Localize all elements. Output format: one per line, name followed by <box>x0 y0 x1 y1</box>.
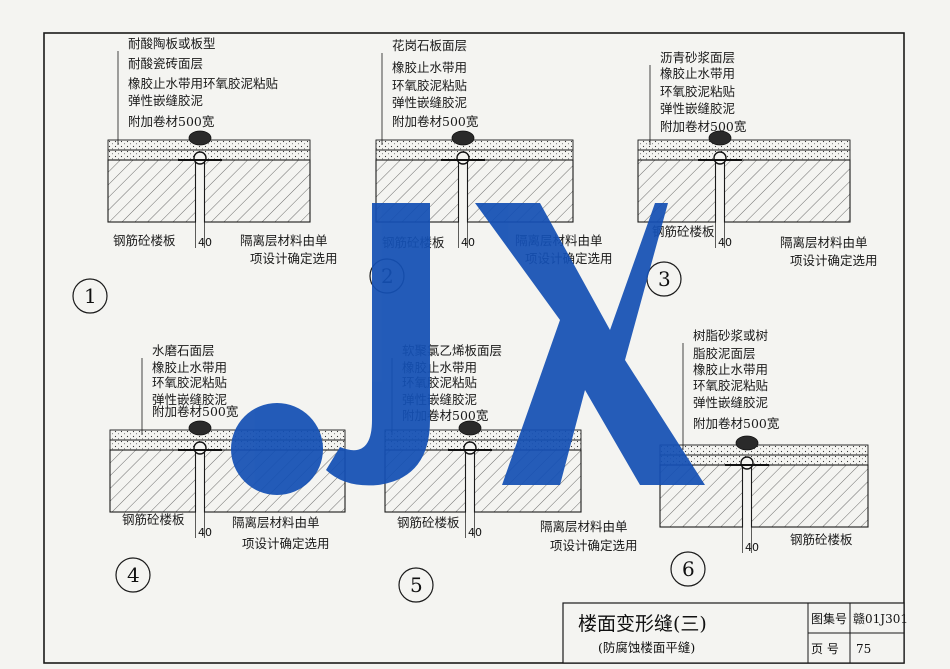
callout-label: 弹性嵌缝胶泥 <box>660 101 735 116</box>
elastic-sealant <box>735 435 759 451</box>
title-block: 楼面变形缝(三) (防腐蚀楼面平缝) 图集号 赣01J301 页 号 75 <box>562 602 908 664</box>
joint-width-dimension: 40 <box>718 236 732 249</box>
callout-label: 橡胶止水带用 <box>152 360 227 375</box>
detail-6: 树脂砂浆或树脂胶泥面层橡胶止水带用环氧胶泥粘贴弹性嵌缝胶泥附加卷材500宽钢筋砼… <box>659 328 869 587</box>
concrete-slab-right <box>750 464 869 528</box>
rubber-waterstop <box>193 151 207 165</box>
details-layer: 耐酸陶板或板型耐酸瓷砖面层橡胶止水带用环氧胶泥粘贴弹性嵌缝胶泥附加卷材500宽钢… <box>72 36 878 603</box>
callout-label: 橡胶止水带用 <box>392 60 467 75</box>
isolation-layer-label: 隔离层材料由单 <box>540 519 628 534</box>
sheet-subtitle: (防腐蚀楼面平缝) <box>598 640 695 655</box>
joint-width-dimension: 40 <box>745 541 759 554</box>
isolation-layer-label: 隔离层材料由单 <box>240 233 328 248</box>
slab-label: 钢筋砼楼板 <box>113 233 176 248</box>
concrete-slab-left <box>107 159 197 223</box>
isolation-layer-label: 项设计确定选用 <box>790 253 878 268</box>
bedding-layer <box>637 149 851 161</box>
finish-layer <box>637 139 851 151</box>
concrete-slab-right <box>723 159 851 223</box>
joint-width-dimension: 40 <box>468 526 482 539</box>
detail-number-circle <box>72 278 108 314</box>
watermark-letter-j <box>326 203 430 486</box>
rubber-waterstop <box>713 151 727 165</box>
finish-layer <box>375 139 574 151</box>
callout-label: 花岗石板面层 <box>392 38 467 53</box>
callout-label: 沥青砂浆面层 <box>660 50 735 65</box>
isolation-layer-label: 隔离层材料由单 <box>232 515 320 530</box>
callout-label: 橡胶止水带用环氧胶泥粘贴 <box>128 76 278 91</box>
callout-label: 弹性嵌缝胶泥 <box>693 395 768 410</box>
detail-number: 4 <box>127 563 140 587</box>
isolation-layer-label: 项设计确定选用 <box>250 251 338 266</box>
concrete-slab-right <box>203 159 311 223</box>
detail-number: 6 <box>682 557 695 581</box>
callout-label: 环氧胶泥粘贴 <box>152 375 227 390</box>
concrete-slab-left <box>637 159 717 223</box>
joint-width-dimension: 40 <box>198 236 212 249</box>
bedding-layer <box>375 149 574 161</box>
callout-label: 附加卷材500宽 <box>660 119 746 134</box>
page-number-label: 页 号 <box>811 642 839 656</box>
slab-label: 钢筋砼楼板 <box>790 532 853 547</box>
callout-label: 环氧胶泥粘贴 <box>660 84 735 99</box>
slab-label: 钢筋砼楼板 <box>397 515 460 530</box>
detail-1: 耐酸陶板或板型耐酸瓷砖面层橡胶止水带用环氧胶泥粘贴弹性嵌缝胶泥附加卷材500宽钢… <box>72 36 338 314</box>
isolation-layer-label: 项设计确定选用 <box>550 538 638 553</box>
callout-label: 环氧胶泥粘贴 <box>693 378 768 393</box>
callout-label: 环氧胶泥粘贴 <box>392 78 467 93</box>
callout-label: 弹性嵌缝胶泥 <box>128 93 203 108</box>
detail-number-circle <box>115 557 151 593</box>
callout-label: 橡胶止水带用 <box>693 362 768 377</box>
watermark-letter-x <box>475 203 705 485</box>
elastic-sealant <box>451 130 475 146</box>
callout-label: 橡胶止水带用 <box>660 66 735 81</box>
joint-width-dimension: 40 <box>461 236 475 249</box>
callout-label: 附加卷材500宽 <box>693 416 779 431</box>
isolation-layer-label: 隔离层材料由单 <box>780 235 868 250</box>
callout-label: 树脂砂浆或树 <box>693 328 768 343</box>
sheet-title: 楼面变形缝(三) <box>578 613 707 635</box>
callout-label: 附加卷材500宽 <box>128 114 214 129</box>
page-number-value: 75 <box>856 642 871 656</box>
slab-label: 钢筋砼楼板 <box>122 512 185 527</box>
elastic-sealant <box>708 130 732 146</box>
detail-3: 沥青砂浆面层橡胶止水带用环氧胶泥粘贴弹性嵌缝胶泥附加卷材500宽钢筋砼楼板隔离层… <box>637 50 878 297</box>
callout-label: 附加卷材500宽 <box>152 404 238 419</box>
rubber-waterstop <box>193 441 207 455</box>
callout-label: 脂胶泥面层 <box>693 346 756 361</box>
isolation-layer-label: 项设计确定选用 <box>242 536 330 551</box>
atlas-number-label: 图集号 <box>811 611 847 626</box>
concrete-slab-left <box>109 449 197 513</box>
elastic-sealant <box>188 130 212 146</box>
detail-number: 1 <box>84 284 97 308</box>
detail-number: 5 <box>410 573 423 597</box>
finish-layer <box>659 444 869 456</box>
slab-label: 钢筋砼楼板 <box>652 224 715 239</box>
callout-label: 水磨石面层 <box>152 343 215 358</box>
detail-number-circle <box>670 551 706 587</box>
rubber-waterstop <box>456 151 470 165</box>
callout-label: 耐酸瓷砖面层 <box>128 56 203 71</box>
elastic-sealant <box>458 420 482 436</box>
rubber-waterstop <box>740 456 754 470</box>
jx-watermark-logo <box>231 203 705 495</box>
watermark-dot <box>231 403 323 495</box>
callout-label: 弹性嵌缝胶泥 <box>152 392 227 407</box>
joint-width-dimension: 40 <box>198 526 212 539</box>
sheet-frame <box>43 32 905 664</box>
callout-label: 耐酸陶板或板型 <box>128 36 216 51</box>
detail-number-circle <box>398 567 434 603</box>
detail-number: 3 <box>658 267 671 291</box>
rubber-waterstop <box>463 441 477 455</box>
atlas-number-value: 赣01J301 <box>853 612 908 626</box>
callout-label: 附加卷材500宽 <box>392 114 478 129</box>
elastic-sealant <box>188 420 212 436</box>
bedding-layer <box>107 149 311 161</box>
callout-label: 弹性嵌缝胶泥 <box>392 95 467 110</box>
